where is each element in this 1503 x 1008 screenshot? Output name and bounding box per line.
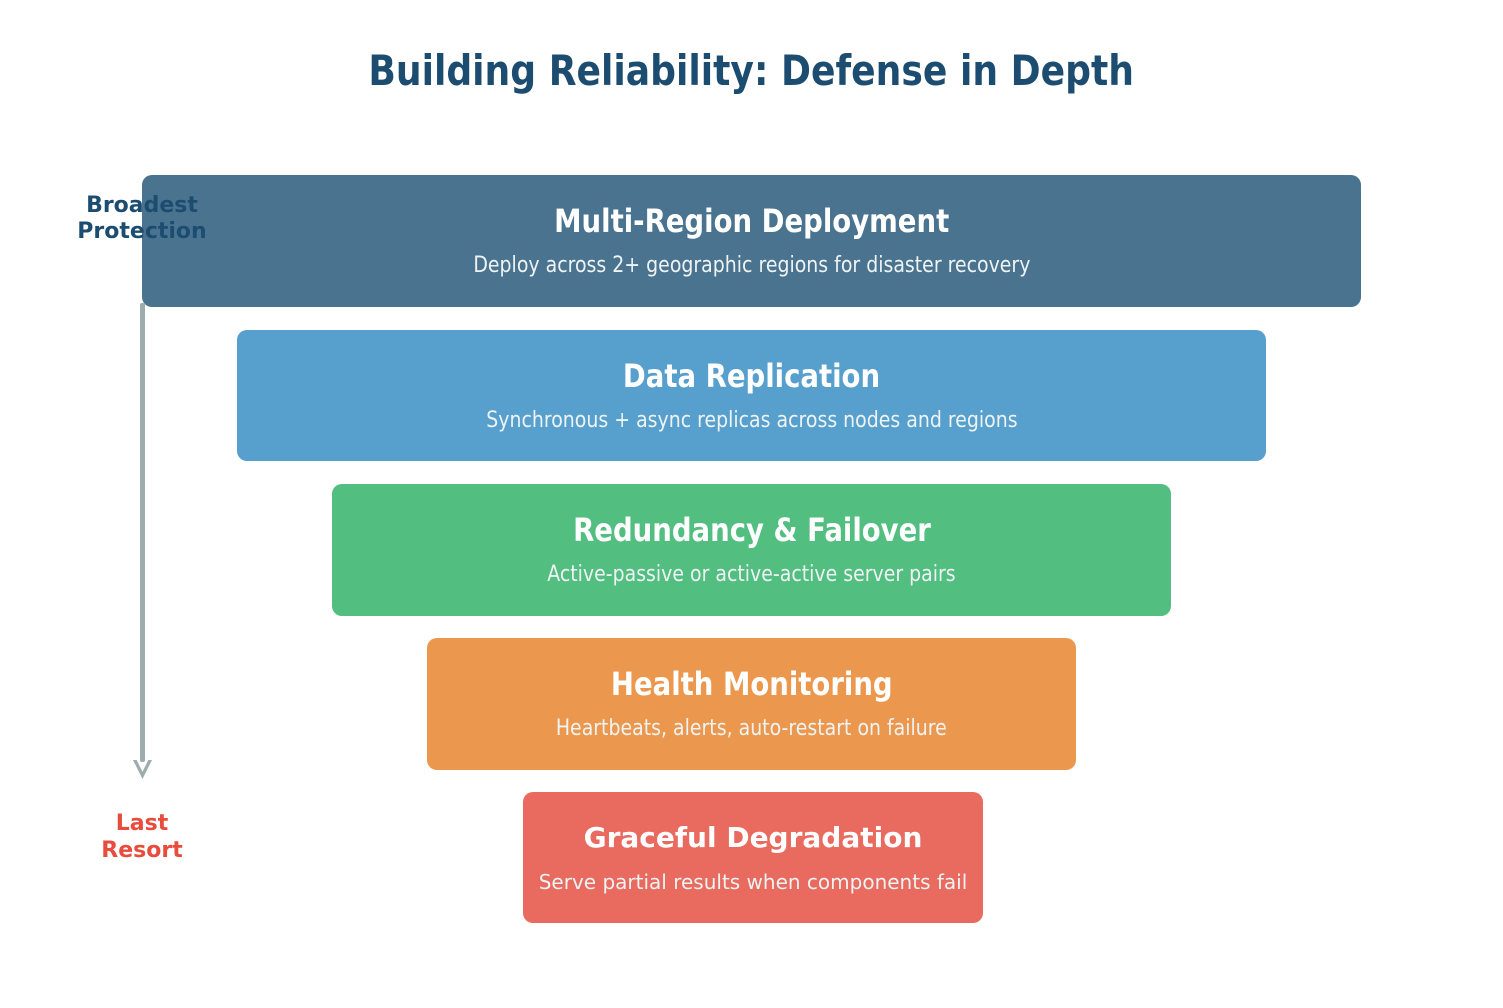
broadest-protection-line1: Broadest: [86, 193, 198, 218]
layer-title: Graceful Degradation: [583, 820, 923, 854]
last-resort-line2: Resort: [101, 838, 183, 863]
funnel-layer-multi-region-deployment: Multi-Region Deployment Deploy across 2+…: [142, 175, 1361, 307]
page-title-text: Building Reliability: Defense in Depth: [368, 46, 1135, 95]
layer-subtitle: Synchronous + async replicas across node…: [485, 407, 1018, 433]
funnel-layer-redundancy-failover: Redundancy & Failover Active-passive or …: [332, 484, 1171, 616]
layer-title: Multi-Region Deployment: [553, 202, 950, 240]
broadest-protection-line2: Protection: [77, 219, 207, 244]
last-resort-label: Last Resort: [22, 810, 262, 864]
layer-subtitle: Active-passive or active-active server p…: [547, 562, 956, 587]
last-resort-line1: Last: [115, 811, 169, 836]
layer-subtitle: Deploy across 2+ geographic regions for …: [472, 253, 1031, 278]
layer-title: Data Replication: [622, 356, 881, 395]
broadest-protection-label: Broadest Protection: [22, 193, 262, 245]
page-title: Building Reliability: Defense in Depth: [0, 48, 1503, 94]
down-arrow-head-icon: [133, 760, 152, 779]
funnel-layer-graceful-degradation: Graceful Degradation Serve partial resul…: [523, 792, 983, 923]
funnel-layer-health-monitoring: Health Monitoring Heartbeats, alerts, au…: [427, 638, 1076, 770]
layer-title: Redundancy & Failover: [572, 511, 931, 549]
layer-title: Health Monitoring: [610, 665, 893, 703]
layer-subtitle: Serve partial results when components fa…: [538, 869, 968, 894]
layer-subtitle: Heartbeats, alerts, auto-restart on fail…: [556, 716, 947, 741]
funnel-layer-data-replication: Data Replication Synchronous + async rep…: [237, 330, 1266, 461]
down-arrow-shaft: [140, 303, 145, 762]
